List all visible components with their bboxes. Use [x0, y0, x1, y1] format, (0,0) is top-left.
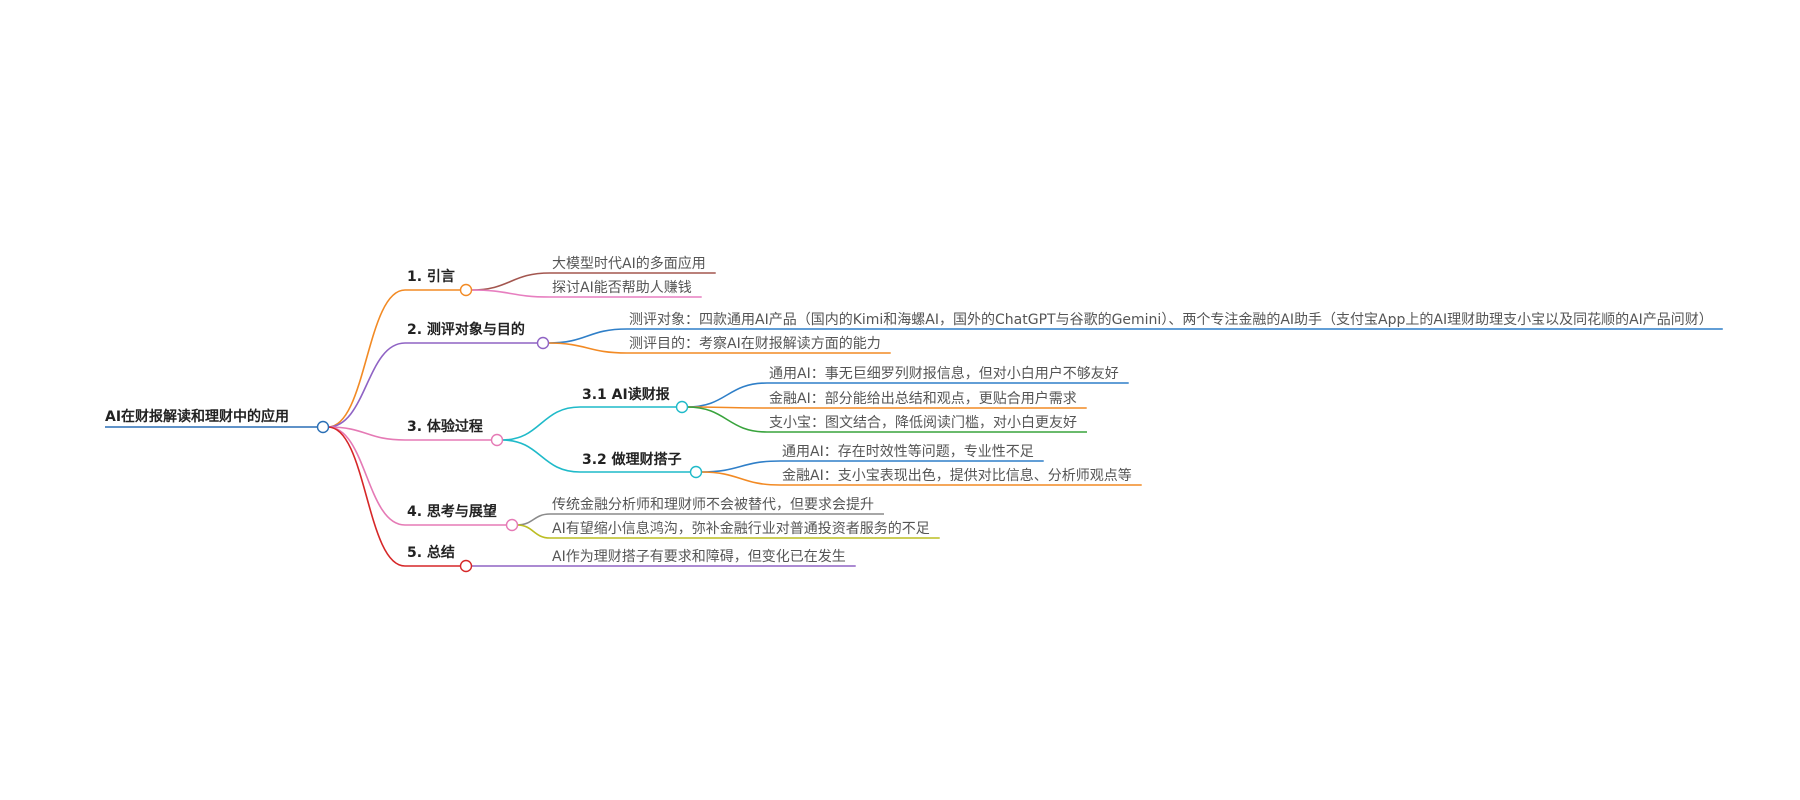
leaf-link-1-1: [470, 272, 551, 291]
branch-link-1: [327, 289, 406, 428]
leaf-link-2-2: [547, 342, 628, 354]
leaf-link-1-2: [470, 289, 551, 298]
leaf-item: 金融AI：部分能给出总结和观点，更贴合用户需求: [769, 390, 1077, 407]
root-node-toggle[interactable]: [316, 420, 330, 434]
leaf-link-4-1: [516, 513, 551, 526]
branch-link-2: [327, 342, 406, 428]
branch-4-label: 4. 思考与展望: [407, 503, 497, 520]
leaf-item: AI作为理财搭子有要求和障碍，但变化已在发生: [552, 549, 846, 565]
leaf-item: 通用AI：事无巨细罗列财报信息，但对小白用户不够友好: [769, 365, 1119, 382]
leaf-link-3-2-1: [700, 460, 781, 473]
branch-4-toggle[interactable]: [505, 518, 519, 532]
leaf-link-2-1: [547, 328, 628, 344]
leaf-link-3-1-3: [686, 406, 768, 433]
sub-branch-2-toggle[interactable]: [689, 465, 703, 479]
leaf-link-4-2: [516, 524, 551, 539]
leaf-item: 探讨AI能否帮助人赚钱: [552, 280, 692, 296]
sub-branch-1-label: 3.1 AI读财报: [582, 386, 670, 403]
leaf-item: 支小宝：图文结合，降低阅读门槛，对小白更友好: [769, 414, 1077, 431]
sub-branch-2-label: 3.2 做理财搭子: [582, 451, 682, 468]
branch-2-toggle[interactable]: [536, 336, 550, 350]
sub-branch-1-toggle[interactable]: [675, 400, 689, 414]
branch-3-label: 3. 体验过程: [407, 418, 483, 435]
root-node-label: AI在财报解读和理财中的应用: [105, 408, 289, 425]
mindmap-links: [105, 272, 1723, 567]
leaf-item: 金融AI：支小宝表现出色，提供对比信息、分析师观点等: [782, 467, 1132, 484]
leaf-item: 通用AI：存在时效性等问题，专业性不足: [782, 443, 1034, 460]
mindmap-nodes: AI在财报解读和理财中的应用 1. 引言 大模型时代AI的多面应用探讨AI能否帮助人…: [105, 255, 1713, 573]
branch-3-toggle[interactable]: [490, 433, 504, 447]
branch-1-toggle[interactable]: [459, 283, 473, 297]
branch-1-label: 1. 引言: [407, 268, 455, 285]
leaf-item: 大模型时代AI的多面应用: [552, 255, 706, 272]
sub-branch-link-2: [501, 439, 581, 473]
leaf-item: 传统金融分析师和理财师不会被替代，但要求会提升: [552, 497, 874, 513]
branch-link-4: [327, 426, 406, 526]
branch-5-toggle[interactable]: [459, 559, 473, 573]
leaf-link-3-1-1: [686, 382, 768, 408]
branch-link-5: [327, 426, 406, 567]
branch-5-label: 5. 总结: [407, 544, 455, 561]
sub-branch-link-1: [501, 406, 581, 441]
branch-link-3: [327, 426, 406, 441]
leaf-link-3-2-2: [700, 471, 781, 486]
leaf-item: AI有望缩小信息鸿沟，弥补金融行业对普通投资者服务的不足: [552, 520, 930, 537]
leaf-item: 测评目的：考察AI在财报解读方面的能力: [629, 335, 881, 352]
leaf-item: 测评对象：四款通用AI产品（国内的Kimi和海螺AI，国外的ChatGPT与谷歌…: [629, 312, 1713, 328]
branch-2-label: 2. 测评对象与目的: [407, 321, 525, 338]
